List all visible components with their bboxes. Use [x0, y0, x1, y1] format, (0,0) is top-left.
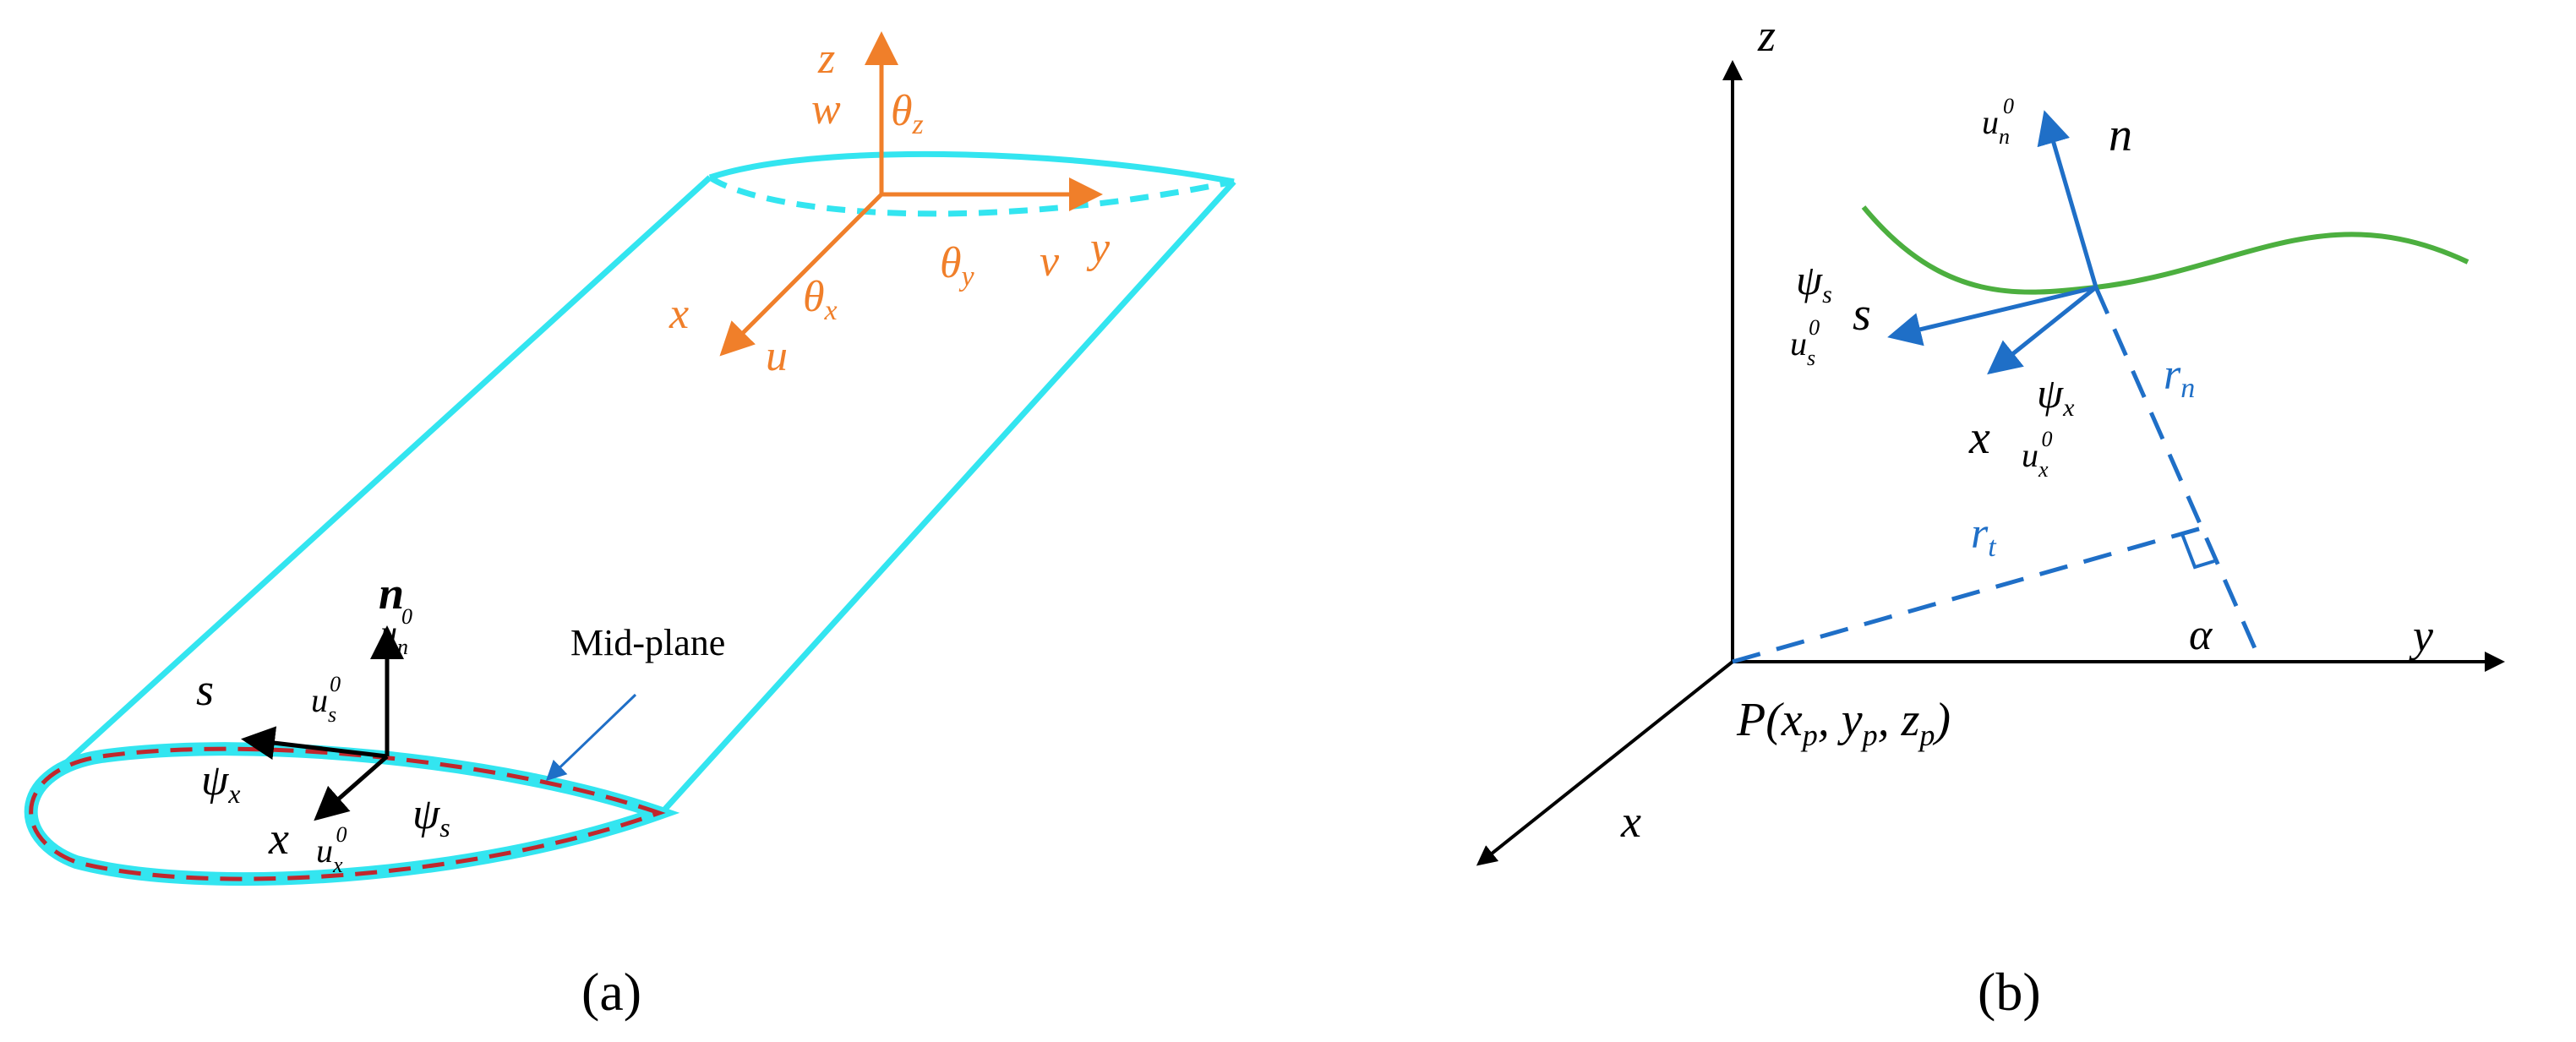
root-u-label: u — [766, 332, 788, 380]
rt-label: rt — [1971, 510, 1997, 563]
local-axes — [1887, 110, 2098, 375]
local-n-axis — [2037, 110, 2098, 288]
midplane-line — [29, 746, 666, 881]
local-n-label: n — [2109, 109, 2132, 161]
blade-root-upper-edge — [708, 150, 1235, 185]
section-s-label: s — [196, 664, 214, 715]
rn-line — [2093, 286, 2263, 663]
root-theta-z-label: θz — [891, 87, 924, 140]
section-x-axis — [314, 755, 389, 821]
blade-root-lower-edge — [708, 175, 1235, 217]
blade-tip-airfoil — [24, 742, 680, 887]
rn-label: rn — [2164, 351, 2195, 404]
panel-b: z y x P(xp, yp, zp) un0 n ψs s us0 ψx x … — [1476, 10, 2505, 1022]
distance-lines — [1732, 286, 2263, 664]
section-psi-x-label: ψx — [201, 756, 241, 809]
root-axes — [719, 31, 1103, 357]
section-psi-s-label: ψs — [412, 790, 450, 843]
local-x-axis — [1987, 286, 2098, 375]
root-x-axis — [719, 193, 883, 357]
global-z-label: z — [1757, 10, 1776, 61]
global-axes — [1476, 60, 2505, 866]
root-w-label: w — [811, 85, 841, 134]
panel-a: z w θz x u θx θy v y n un0 s us0 ψx x ux… — [24, 31, 1236, 1022]
blade-bottom-generator — [657, 179, 1236, 818]
rt-line — [1732, 526, 2202, 664]
local-s-axis — [1887, 285, 2097, 346]
local-un0-label: un0 — [1982, 94, 2014, 149]
section-us0-label: us0 — [311, 672, 341, 727]
caption-a: (a) — [581, 962, 641, 1022]
right-angle-mark — [2180, 533, 2215, 570]
root-theta-y-label: θy — [940, 239, 975, 292]
section-curve — [1861, 205, 2470, 295]
midplane-leader — [545, 693, 637, 782]
section-x-label: x — [268, 813, 289, 864]
local-psi-s-label: ψs — [1796, 256, 1832, 308]
origin-point-label: P(xp, yp, zp) — [1736, 694, 1951, 752]
local-x-label: x — [1968, 412, 1990, 464]
global-x-label: x — [1620, 796, 1641, 847]
section-s-axis — [241, 726, 388, 760]
alpha-label: α — [2189, 611, 2213, 659]
root-theta-x-label: θx — [803, 273, 838, 326]
local-s-label: s — [1853, 288, 1871, 341]
midplane-annotation: Mid-plane — [570, 622, 725, 663]
local-ux0-label: ux0 — [2022, 427, 2053, 482]
caption-b: (b) — [1978, 962, 2041, 1022]
global-x-axis — [1476, 660, 1734, 866]
root-v-label: v — [1040, 237, 1060, 286]
root-y-label: y — [1086, 224, 1111, 272]
global-y-label: y — [2409, 610, 2433, 661]
blade-top-generator — [57, 175, 712, 772]
section-axes — [241, 625, 404, 821]
local-psi-x-label: ψx — [2037, 369, 2075, 422]
section-ux0-label: ux0 — [316, 822, 347, 877]
section-un0-label: un0 — [380, 604, 412, 659]
local-us0-label: us0 — [1790, 315, 1820, 370]
root-z-label: z — [817, 35, 835, 83]
root-x-label: x — [669, 290, 689, 338]
section-n-label: n — [379, 568, 404, 619]
